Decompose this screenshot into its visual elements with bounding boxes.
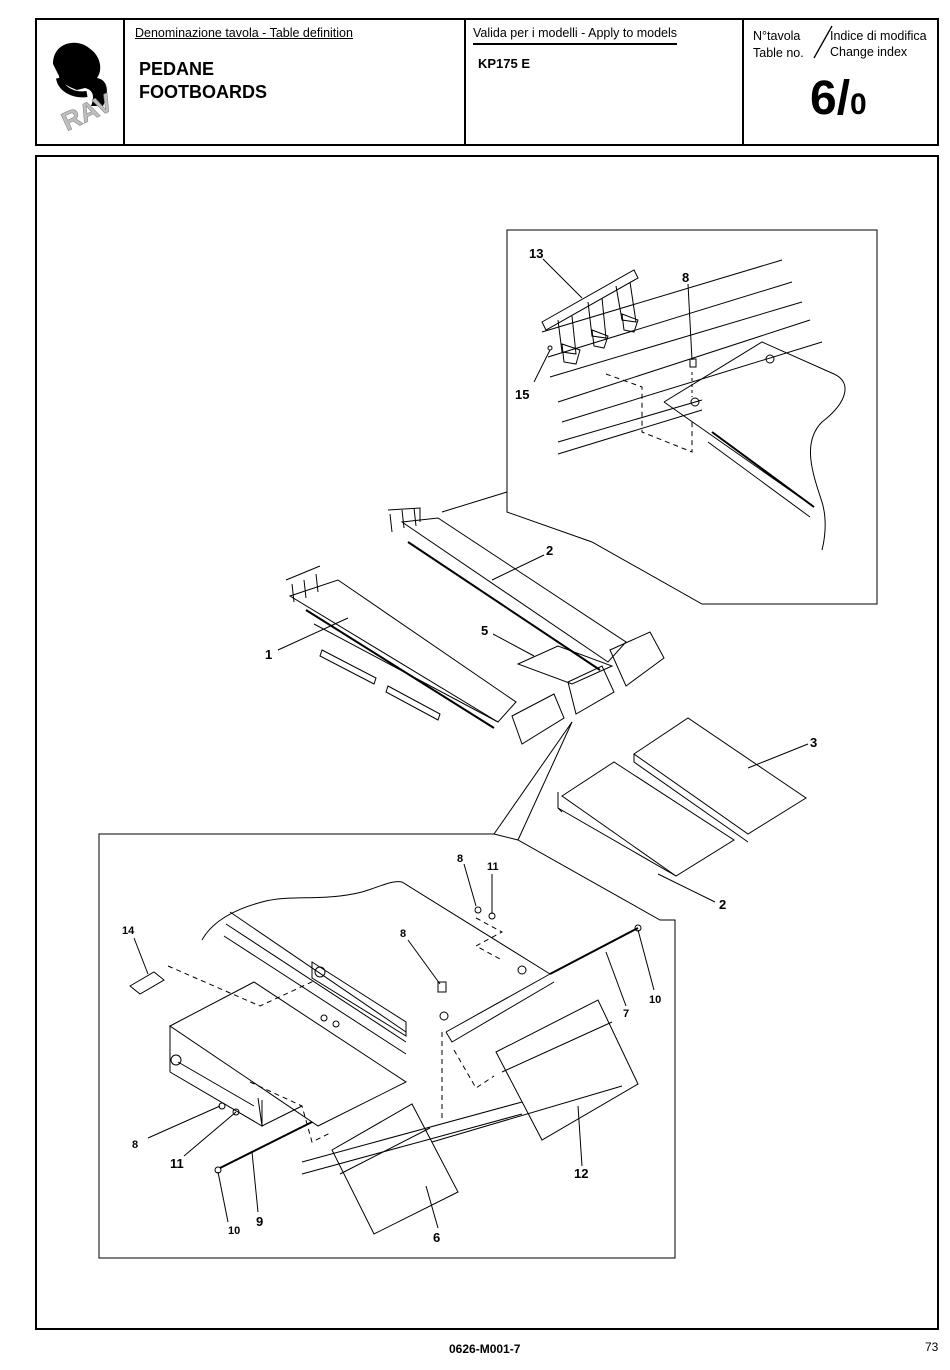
model-name: KP175 E: [478, 56, 530, 71]
table-number-value: 6/: [810, 72, 850, 125]
change-index-value: 0: [850, 88, 867, 121]
document-code: 0626-M001-7: [449, 1342, 520, 1356]
callout-6: 6: [433, 1230, 440, 1245]
callout-8: 8: [682, 270, 689, 285]
callout-11: 11: [487, 861, 499, 873]
change-index-label-it: Indice di modifica: [830, 28, 927, 44]
ramp-3: [634, 718, 806, 834]
callout-13: 13: [529, 246, 543, 261]
models-label: Valida per i modelli - Apply to models: [473, 26, 677, 45]
table-no-label-en: Table no.: [753, 45, 804, 61]
page-title: PEDANE FOOTBOARDS: [139, 58, 267, 104]
definition-label: Denominazione tavola - Table definition: [135, 26, 353, 40]
title-italian: PEDANE: [139, 58, 267, 81]
top-detail-frame: [507, 230, 877, 604]
table-no-label-it: N°tavola: [753, 28, 800, 44]
ramp-2: [562, 762, 734, 876]
change-index-label-en: Change index: [830, 44, 907, 60]
callout-10: 10: [649, 994, 661, 1006]
svg-text:RAV: RAV: [57, 87, 118, 137]
callout-3: 3: [810, 735, 817, 750]
callout-7: 7: [623, 1008, 629, 1020]
exploded-drawing: 13 8 15 2 5 1 3 2 8 11 14 8 7 10 8 11 12…: [35, 155, 939, 1330]
crossbar-5: [518, 646, 612, 684]
callout-15: 15: [515, 387, 529, 402]
table-number: 6/0: [810, 72, 867, 132]
callout-8d: 8: [132, 1139, 138, 1151]
leader-top-detail: [442, 492, 507, 512]
bottom-detail-frame: [99, 834, 675, 1258]
title-block: RAV Denominazione tavola - Table definit…: [35, 18, 939, 146]
callout-8c: 8: [400, 928, 406, 940]
callout-1: 1: [265, 647, 272, 662]
plate-6: [332, 1104, 458, 1234]
plate-12: [496, 1000, 638, 1140]
callout-14: 14: [122, 925, 135, 937]
callout-2: 2: [546, 543, 553, 558]
page-number: 73: [925, 1340, 938, 1354]
footboard-2: [402, 518, 626, 662]
callout-12: 12: [574, 1166, 588, 1181]
callout-11b: 11: [170, 1156, 184, 1171]
footboards-diagram: 13 8 15 2 5 1 3 2 8 11 14 8 7 10 8 11 12…: [37, 157, 941, 1332]
table-number-cell: N°tavola Table no. Indice di modifica Ch…: [744, 20, 941, 144]
logo-cell: RAV: [37, 20, 125, 144]
models-cell: Valida per i modelli - Apply to models K…: [466, 20, 744, 144]
callout-9: 9: [256, 1214, 263, 1229]
callout-2b: 2: [719, 897, 726, 912]
rav-logo: RAV: [37, 20, 123, 144]
callout-5: 5: [481, 623, 488, 638]
title-english: FOOTBOARDS: [139, 81, 267, 104]
definition-cell: Denominazione tavola - Table definition …: [125, 20, 466, 144]
callout-8b: 8: [457, 853, 463, 865]
callout-10b: 10: [228, 1225, 240, 1237]
